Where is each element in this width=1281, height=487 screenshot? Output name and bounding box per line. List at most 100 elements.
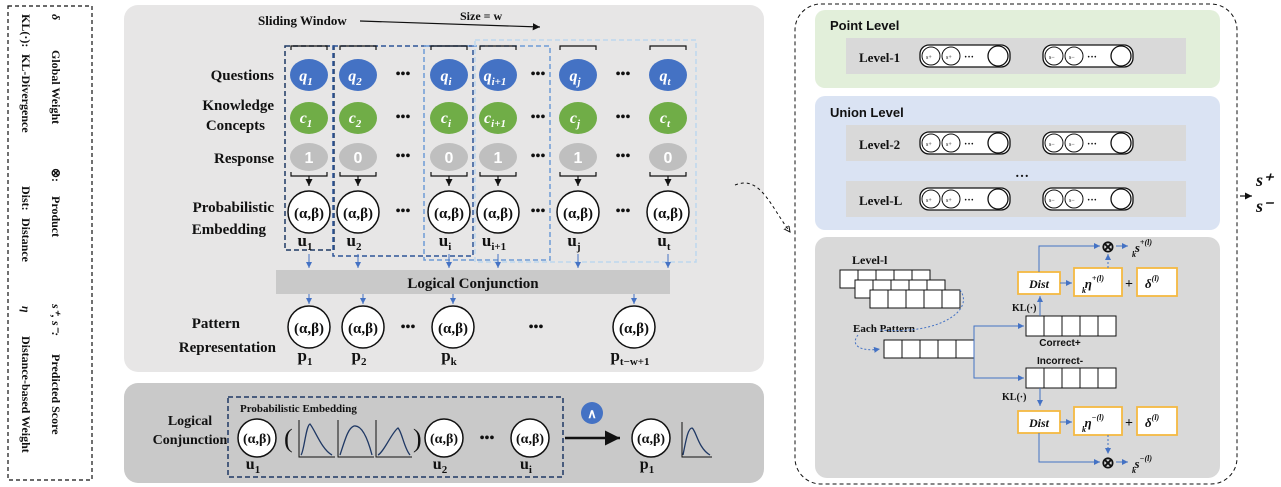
bottom-content: (α,β)u1()(α,β)u2•••(α,β)ui∧(α,β)p1 [237,402,712,476]
sequence-column: qi+1ci+11(α,β)ui+1 [476,45,520,268]
u-label: ut [657,231,670,253]
bottom-node-label: u1 [246,456,260,476]
embedding-node [287,190,331,234]
bottom-embedding-label: (α,β) [637,432,665,447]
legend-otimes-text: Product [49,196,63,237]
response-node [649,143,687,171]
question-label: qt [659,68,671,88]
ellipsis: ••• [616,67,631,82]
level-node-symbol: s− [1069,55,1075,61]
embedding-node [646,190,690,234]
delta-box [1136,406,1178,436]
question-label: q1 [299,68,313,88]
logical-conjunction-label: Logical Conjunction [407,276,539,292]
bottom-embedding-node [510,418,550,458]
question-node [430,59,468,91]
bottom-node-label: p1 [640,456,654,476]
bottom-label-conjunction: Conjunction [153,433,228,448]
level-node-symbol: s− [1049,142,1055,148]
bottom-open-paren: ( [284,424,293,453]
bottom-close-paren: ) [413,424,422,453]
correct-label: Correct+ [1039,338,1081,349]
each-pattern-label: Each Pattern [853,323,915,335]
and-symbol: ∧ [587,406,597,421]
pattern-ellipsis: ••• [401,320,416,335]
concept-node [559,102,597,134]
level-node-group: ···s−s− [1042,44,1134,68]
pattern-embedding-label: (α,β) [438,321,468,337]
score-label: s+(l)k [1132,238,1152,259]
level-node-symbol: s+ [946,55,952,61]
sequence-columns: q1c11(α,β)u1q2c20(α,β)u2qici0(α,β)uiqi+1… [287,45,690,268]
label-concepts: Concepts [206,118,265,134]
concept-label: ci [441,110,452,130]
response-label: 0 [664,150,673,167]
level-node-symbol: s+ [926,142,932,148]
level2-label: Level-2 [859,137,900,152]
bottom-ellipsis: ••• [480,431,495,446]
union-level-title: Union Level [830,105,904,120]
level-node-ellipsis: ··· [964,139,974,150]
question-node [479,59,517,91]
window-4 [474,39,697,263]
level-l-pattern-stack [839,269,961,309]
result-distribution-curve [682,427,711,456]
ellipsis: ••• [396,149,411,164]
concept-node [290,102,328,134]
incorrect-label: Incorrect- [1037,356,1083,367]
legend-delta-text: Global Weight [49,50,63,124]
level-node-symbol: s+ [926,55,932,61]
level-node-symbol: s+ [946,142,952,148]
label-probabilistic: Probabilistic [193,200,275,216]
pattern-ellipsis: ••• [529,320,544,335]
level-node-ellipsis: ··· [964,195,974,206]
eta-label: η−(l)k [1082,413,1104,434]
legend-s-symbol: s⁺, s⁻: [49,303,63,336]
level-node-symbol: s− [1049,55,1055,61]
ellipsis: ••• [616,110,631,125]
response-label: 1 [305,150,314,167]
otimes-symbol: ⊗ [1101,455,1114,472]
stack-grid-front [869,289,961,309]
row-labels: Questions Knowledge Concepts Response Pr… [179,68,277,356]
bottom-embedding-label: (α,β) [243,432,271,447]
legend-kl-symbol: KL(·): [19,14,33,47]
bottom-embedding-node [631,418,671,458]
ellipsis: ••• [396,204,411,219]
pattern-label: pk [441,346,457,368]
output-s-plus: s⁺ [1255,170,1275,190]
response-node [559,143,597,171]
embedding-label: (α,β) [483,206,513,222]
u-label: uj [567,231,580,253]
response-label: 1 [494,150,503,167]
kl-label-bottom: KL(·) [1002,392,1026,403]
concept-label: cj [570,110,581,130]
concept-node [649,102,687,134]
concept-label: c1 [300,110,313,130]
pattern-embedding-label: (α,β) [294,321,324,337]
delta-box [1136,267,1178,297]
output-s-minus: s⁻ [1255,196,1275,216]
pattern-embedding-label: (α,β) [348,321,378,337]
kl-label-top: KL(·) [1012,303,1036,314]
embedding-label: (α,β) [294,206,324,222]
levell-label: Level-l [852,253,888,267]
each-pattern-grid [883,339,975,359]
concept-node [339,102,377,134]
ellipsis: ••• [396,67,411,82]
delta-label: δ(l) [1145,413,1160,430]
label-representation: Representation [179,340,277,356]
union-ellipsis: … [1015,166,1029,181]
window-2 [332,45,474,257]
pattern-embedding-label: (α,β) [619,321,649,337]
dist-label: Dist [1028,416,1050,430]
response-label: 1 [574,150,583,167]
question-node [559,59,597,91]
pattern-label: p1 [298,346,313,368]
otimes-symbol: ⊗ [1101,239,1114,256]
response-node [430,143,468,171]
